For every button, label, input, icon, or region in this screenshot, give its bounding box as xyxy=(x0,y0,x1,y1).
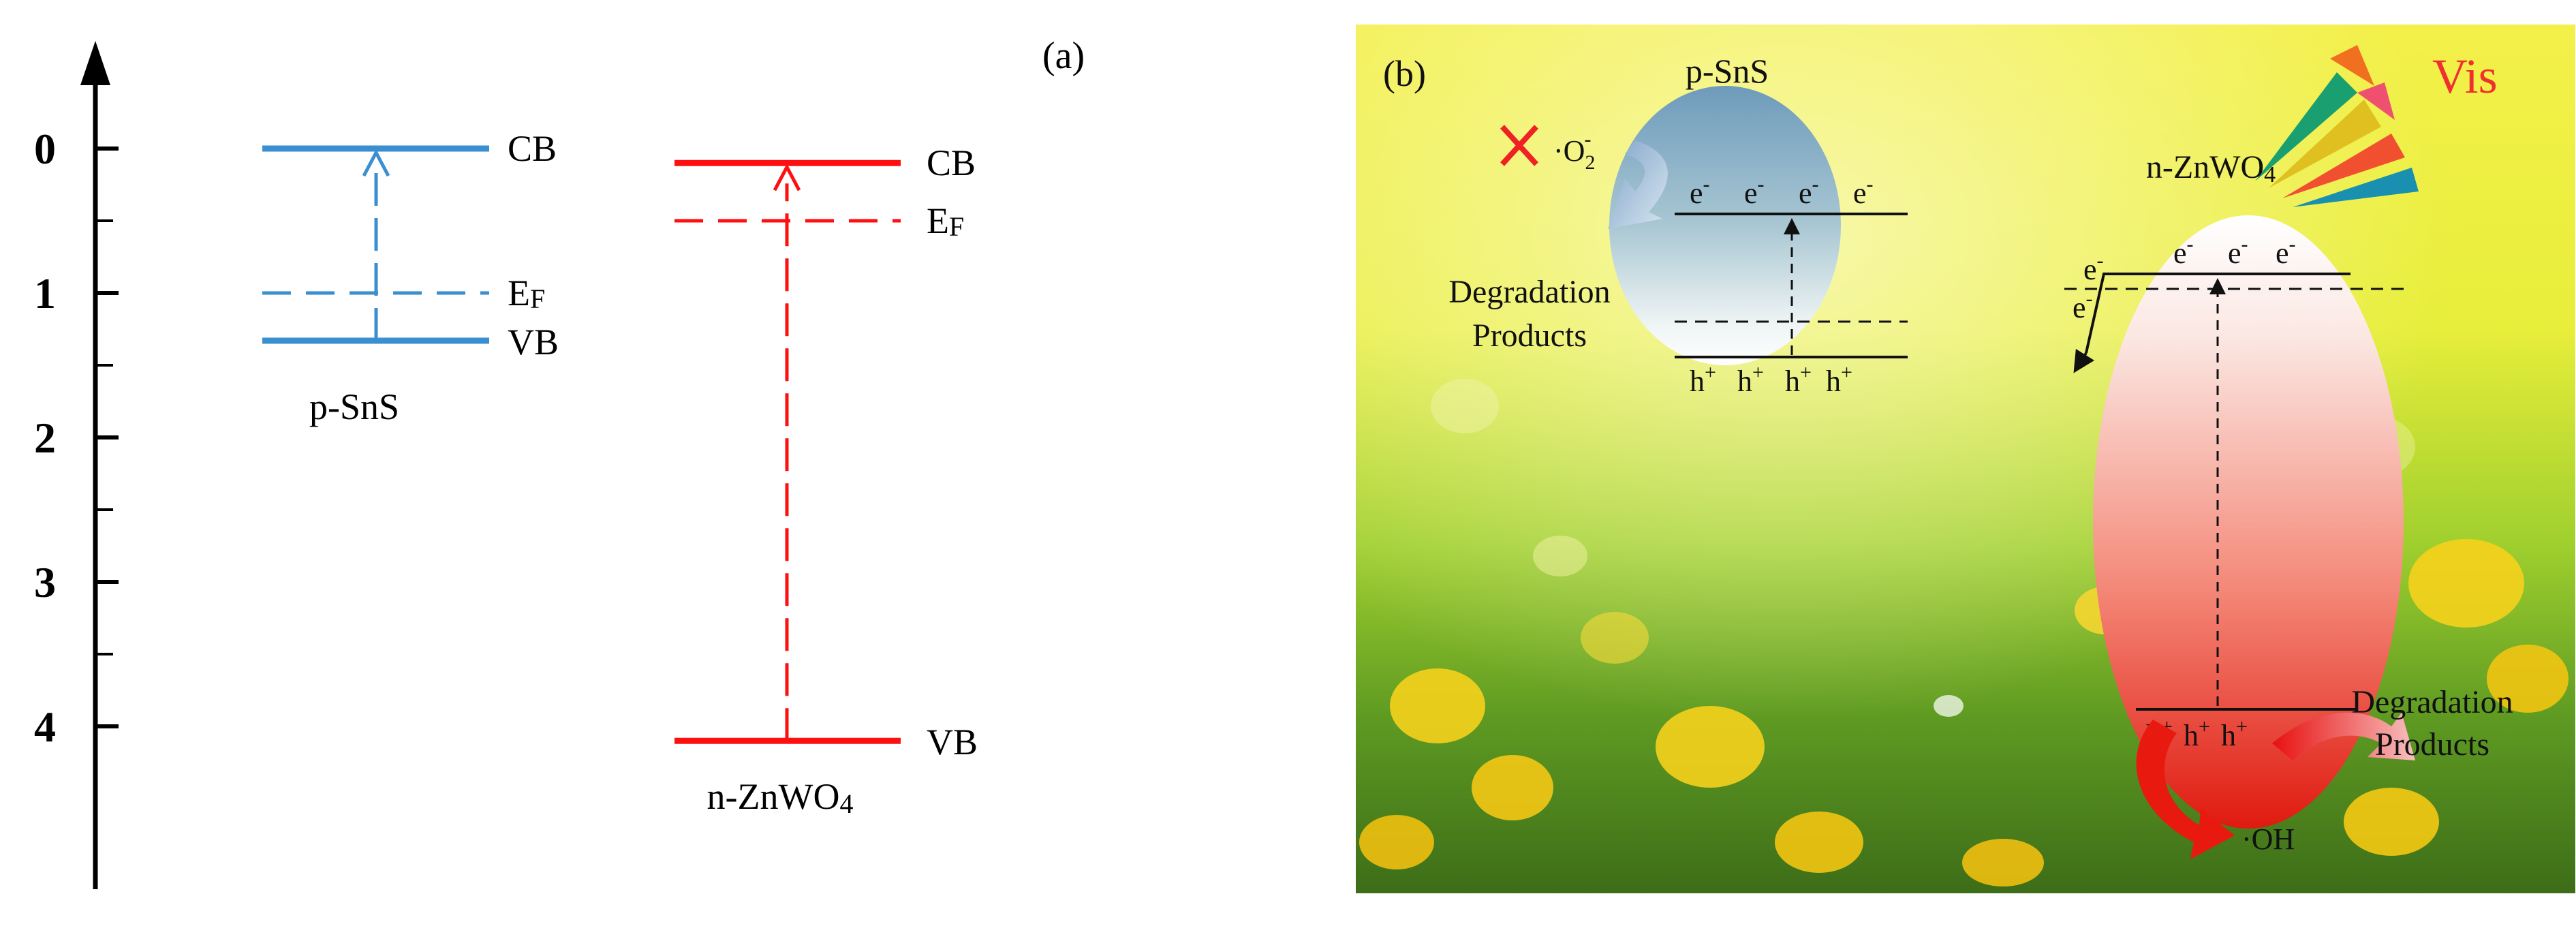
band-diagram-svg: 0 1 2 3 4 CB EF VB p-SnS CB EF VB n-ZnWO4 (a) xyxy=(34,35,1085,889)
electron-label: e- xyxy=(1690,173,1710,210)
degradation-products-top-line1: Degradation xyxy=(1448,274,1610,310)
electron-transfer-arrow xyxy=(2073,348,2095,373)
axis-tick-label: 0 xyxy=(34,125,56,173)
sns-arrowhead-icon xyxy=(362,149,390,177)
znwo4-fermi-label: EF xyxy=(927,200,964,242)
material-bands: CB EF VB p-SnS CB EF VB n-ZnWO4 xyxy=(262,128,978,819)
panel-a-label: (a) xyxy=(1042,35,1085,77)
electron-label: e- xyxy=(2083,249,2104,286)
vis-label: Vis xyxy=(2432,49,2498,104)
photocatalysis-svg: Vis (b) p-SnS n-ZnWO4 e-e-e-e- h+h+h+h+ … xyxy=(1356,25,2575,893)
electron-label: e- xyxy=(1744,173,1765,210)
sns-holes: h+ h+ h+ h+ xyxy=(1690,361,1852,398)
axis-tick-label: 4 xyxy=(34,703,56,751)
visible-light-rays-icon xyxy=(2255,45,2419,207)
znwo4-material-label: n-ZnWO4 xyxy=(707,776,854,819)
sns-cb-label: CB xyxy=(508,128,557,169)
red-degradation-arrow xyxy=(2272,712,2415,760)
znwo4-cb-line xyxy=(2085,273,2350,354)
degradation-products-bottom-line2: Products xyxy=(2375,726,2489,762)
energy-axis-arrowhead-icon xyxy=(80,41,110,85)
znwo4-electrons: e-e-e- xyxy=(2173,233,2296,270)
hole-label: h+ xyxy=(2221,715,2248,752)
znwo4-particle xyxy=(2093,215,2404,829)
sns-vb-label: VB xyxy=(508,322,559,362)
znwo4-vb-label: VB xyxy=(927,722,978,762)
electron-label: e- xyxy=(1853,173,1874,210)
sns-electrons: e-e-e-e- xyxy=(1690,173,1874,210)
degradation-products-bottom-line1: Degradation xyxy=(2351,684,2513,720)
red-reaction-arrow xyxy=(2136,720,2235,859)
hole-label: h+ xyxy=(1785,361,1812,398)
electron-label: e- xyxy=(1799,173,1819,210)
blue-reaction-arrow xyxy=(1608,140,1668,229)
axis-tick-label: 1 xyxy=(34,269,56,318)
degradation-products-top-line2: Products xyxy=(1472,318,1587,354)
axis-tick-label: 3 xyxy=(34,558,56,606)
panel-b-label: (b) xyxy=(1383,53,1426,94)
electron-label: e- xyxy=(2173,233,2194,270)
energy-axis: 0 1 2 3 4 xyxy=(34,41,119,889)
hole-label: h+ xyxy=(1737,361,1764,398)
electron-label: e- xyxy=(2228,233,2248,270)
hole-label: h+ xyxy=(1690,361,1716,398)
hole-label: h+ xyxy=(1826,361,1852,398)
znwo4-arrowhead-icon xyxy=(773,163,801,191)
panel-a-band-diagram: 0 1 2 3 4 CB EF VB p-SnS CB EF VB n-ZnWO4 (a) xyxy=(0,0,1131,926)
sns-material-label: p-SnS xyxy=(309,386,399,427)
interface-electrons: e-e- xyxy=(2073,249,2104,324)
hole-label: h+ xyxy=(2184,715,2210,752)
znwo4-particle-label: n-ZnWO4 xyxy=(2146,149,2276,187)
electron-label: e- xyxy=(2073,288,2093,324)
panel-b-photocatalysis-scheme: Vis (b) p-SnS n-ZnWO4 e-e-e-e- h+h+h+h+ … xyxy=(1356,25,2575,893)
znwo4-cb-label: CB xyxy=(927,142,976,183)
sns-particle xyxy=(1609,86,1841,365)
hydroxyl-radical-label: ·OH xyxy=(2241,822,2295,856)
electron-label: e- xyxy=(2276,233,2296,270)
blocked-cross-icon xyxy=(1500,125,1538,166)
axis-tick-label: 2 xyxy=(34,414,56,462)
sns-fermi-label: EF xyxy=(508,273,545,314)
superoxide-radical-label: ·O2- xyxy=(1553,128,1595,174)
sns-particle-label: p-SnS xyxy=(1686,52,1769,90)
